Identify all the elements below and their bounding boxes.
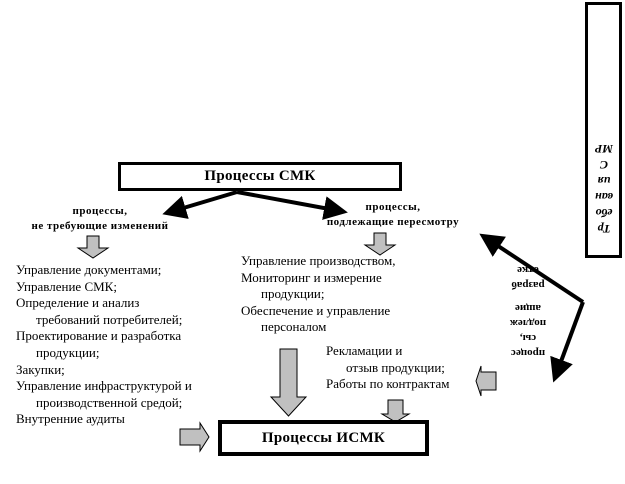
unchanged-processes-label: процессы, не требующие изменений bbox=[10, 204, 190, 234]
requirements-box: Тр ебо ван ия С МР bbox=[585, 2, 622, 258]
label-line: подлежащие пересмотру bbox=[326, 216, 460, 228]
requirements-line: С bbox=[599, 158, 608, 172]
list-item: Управление производством, bbox=[241, 253, 396, 268]
connector-to-revision bbox=[236, 190, 348, 220]
block-arrow-right bbox=[179, 421, 210, 453]
list-item: Управление инфраструктурой и bbox=[16, 378, 192, 394]
block-arrow-down-large bbox=[269, 348, 308, 417]
revision-processes-list: Управление производством,Мониторинг и из… bbox=[241, 253, 396, 336]
list-item: требований потребителей; bbox=[36, 311, 183, 327]
label-line: не требующие изменений bbox=[31, 220, 169, 232]
qms-processes-box: Процессы СМК bbox=[118, 162, 402, 191]
unchanged-processes-list: Управление документами;Управление СМК;Оп… bbox=[16, 262, 192, 428]
block-arrow-down-small bbox=[380, 399, 411, 423]
requirements-line: ван bbox=[594, 190, 613, 204]
label-line: подлеж bbox=[509, 317, 547, 329]
list-item: Рекламации и bbox=[326, 343, 403, 358]
requirements-text: Тр ебо ван ия С МР bbox=[595, 141, 613, 237]
label-line: ащие bbox=[515, 302, 542, 314]
label-line: процес bbox=[510, 347, 546, 359]
requirements-line: Тр bbox=[596, 222, 611, 236]
development-processes-label: процес сы, подлеж ащие разраб отке bbox=[498, 262, 558, 360]
requirements-line: ебо bbox=[595, 206, 612, 220]
connector-to-unchanged bbox=[162, 190, 238, 219]
iqms-processes-box: Процессы ИСМК bbox=[218, 420, 429, 456]
label-line: сы, bbox=[519, 332, 537, 344]
list-item: Внутренние аудиты bbox=[16, 411, 125, 427]
list-item: продукции; bbox=[261, 286, 325, 302]
list-item: Обеспечение и управление bbox=[241, 302, 391, 318]
list-item: Управление СМК; bbox=[16, 278, 117, 294]
list-item: Управление документами; bbox=[16, 262, 162, 277]
list-item: Определение и анализ bbox=[16, 295, 140, 311]
list-item: персоналом bbox=[261, 319, 327, 335]
label-line: разраб bbox=[511, 279, 545, 291]
list-item: Проектирование и разработка bbox=[16, 328, 182, 344]
qms-processes-title: Процессы СМК bbox=[204, 168, 316, 184]
list-item: Закупки; bbox=[16, 361, 65, 377]
list-item: продукции; bbox=[36, 344, 100, 360]
block-arrow-down-unchanged bbox=[76, 235, 110, 259]
label-line: процессы, bbox=[365, 201, 421, 213]
label-line: отке bbox=[517, 264, 539, 276]
requirements-line: МР bbox=[594, 142, 613, 156]
iqms-processes-title: Процессы ИСМК bbox=[261, 429, 386, 446]
list-item: Мониторинг и измерение bbox=[241, 269, 382, 285]
block-arrow-left bbox=[475, 365, 497, 397]
list-item: Работы по контрактам bbox=[326, 376, 450, 392]
connector-to-revision-from-requirements bbox=[479, 233, 585, 304]
label-line: процессы, bbox=[72, 205, 128, 217]
block-arrow-down-revision bbox=[363, 232, 397, 256]
list-item: производственной средой; bbox=[36, 394, 183, 410]
revision-processes-label: процессы, подлежащие пересмотру bbox=[308, 200, 478, 230]
list-item: отзыв продукции; bbox=[346, 359, 445, 375]
requirements-line: ия bbox=[597, 174, 610, 188]
connector-to-development bbox=[550, 301, 585, 383]
